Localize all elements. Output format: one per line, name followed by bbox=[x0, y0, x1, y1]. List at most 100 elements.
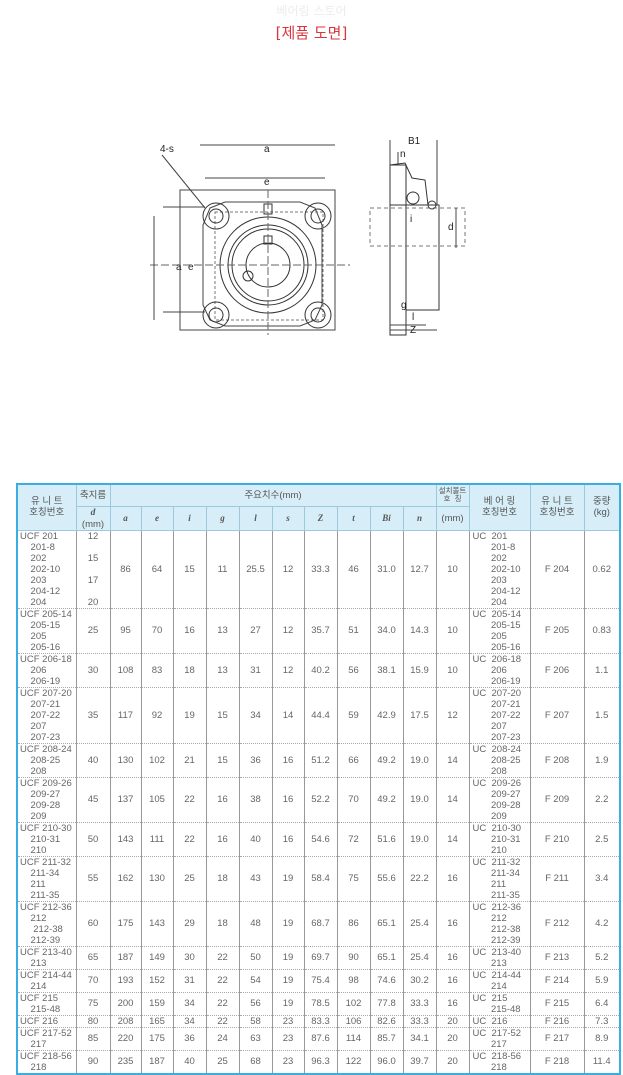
cell-dim-t: 56 bbox=[336, 652, 371, 688]
cell-dim-Z: 75.4 bbox=[303, 968, 338, 993]
cell-dim-t: 59 bbox=[336, 686, 371, 744]
cell-unit-no: UCF 212-36 212 212-38 212-39 bbox=[16, 900, 77, 947]
cell-dim-l: 34 bbox=[238, 686, 273, 744]
cell-housing-no: F 211 bbox=[529, 855, 585, 902]
cell-housing-no: F 206 bbox=[529, 652, 585, 688]
label-l: l bbox=[412, 312, 414, 323]
cell-dim-Z: 68.7 bbox=[303, 900, 338, 947]
cell-dim-n: 39.7 bbox=[402, 1049, 437, 1074]
cell-dim-n: 12.7 bbox=[402, 529, 437, 609]
cell-shaft-d: 60 bbox=[75, 900, 111, 947]
cell-housing-no: F 209 bbox=[529, 776, 585, 823]
cell-housing-no: F 214 bbox=[529, 968, 585, 993]
cell-dim-s: 19 bbox=[271, 855, 305, 902]
cell-dim-l: 25.5 bbox=[238, 529, 273, 609]
cell-weight: 7.3 bbox=[583, 1014, 621, 1028]
header-dim-g: g bbox=[205, 505, 240, 531]
cell-weight: 4.2 bbox=[583, 900, 621, 947]
cell-dim-s: 23 bbox=[271, 1014, 305, 1028]
cell-dim-g: 13 bbox=[205, 652, 240, 688]
cell-dim-a: 137 bbox=[109, 776, 142, 823]
cell-dim-i: 16 bbox=[172, 607, 207, 654]
cell-bolt: 14 bbox=[435, 821, 470, 857]
cell-dim-e: 143 bbox=[140, 900, 174, 947]
cell-dim-Bi: 38.1 bbox=[369, 652, 404, 688]
header-bolt: 설치볼트 호 칭 bbox=[435, 483, 470, 507]
front-view: a e a e 4-s bbox=[150, 144, 350, 335]
cell-dim-s: 16 bbox=[271, 821, 305, 857]
cell-dim-e: 187 bbox=[140, 1049, 174, 1074]
cell-dim-s: 14 bbox=[271, 686, 305, 744]
header-shaft-unit: d(mm) bbox=[75, 505, 111, 531]
cell-dim-e: 152 bbox=[140, 968, 174, 993]
cell-dim-s: 23 bbox=[271, 1049, 305, 1074]
cell-bolt: 14 bbox=[435, 776, 470, 823]
cell-dim-t: 72 bbox=[336, 821, 371, 857]
cell-dim-Bi: 96.0 bbox=[369, 1049, 404, 1074]
cell-dim-l: 40 bbox=[238, 821, 273, 857]
cell-bearing-no: UC 205-14 205-15 205 205-16 bbox=[468, 607, 531, 654]
cell-shaft-d: 30 bbox=[75, 652, 111, 688]
cell-dim-g: 22 bbox=[205, 968, 240, 993]
cell-shaft-d: 70 bbox=[75, 968, 111, 993]
cell-dim-e: 92 bbox=[140, 686, 174, 744]
cell-unit-no: UCF 218-56 218 bbox=[16, 1049, 77, 1074]
cell-dim-g: 22 bbox=[205, 1014, 240, 1028]
cell-weight: 2.5 bbox=[583, 821, 621, 857]
cell-dim-a: 200 bbox=[109, 991, 142, 1016]
cell-bolt: 16 bbox=[435, 900, 470, 947]
cell-shaft-d: 50 bbox=[75, 821, 111, 857]
cell-bearing-no: UC 209-26 209-27 209-28 209 bbox=[468, 776, 531, 823]
cell-dim-a: 162 bbox=[109, 855, 142, 902]
cell-dim-a: 108 bbox=[109, 652, 142, 688]
cell-dim-g: 22 bbox=[205, 991, 240, 1016]
cell-unit-no: UCF 211-32 211-34 211 211-35 bbox=[16, 855, 77, 902]
cell-dim-l: 48 bbox=[238, 900, 273, 947]
cell-dim-g: 16 bbox=[205, 821, 240, 857]
cell-bearing-no: UC 211-32 211-34 211 211-35 bbox=[468, 855, 531, 902]
cell-dim-i: 21 bbox=[172, 742, 207, 778]
cell-dim-i: 34 bbox=[172, 1014, 207, 1028]
cell-dim-n: 19.0 bbox=[402, 776, 437, 823]
cell-shaft-d: 12 15 17 20 bbox=[75, 529, 111, 609]
cell-bolt: 10 bbox=[435, 529, 470, 609]
cell-shaft-d: 90 bbox=[75, 1049, 111, 1074]
cell-bearing-no: UC 218-56 218 bbox=[468, 1049, 531, 1074]
cell-dim-t: 75 bbox=[336, 855, 371, 902]
cell-dim-s: 19 bbox=[271, 968, 305, 993]
cell-housing-no: F 217 bbox=[529, 1026, 585, 1051]
header-dim-i: i bbox=[172, 505, 207, 531]
cell-dim-t: 98 bbox=[336, 968, 371, 993]
cell-weight: 0.62 bbox=[583, 529, 621, 609]
label-Z: Z bbox=[410, 325, 416, 336]
cell-bolt: 20 bbox=[435, 1049, 470, 1074]
cell-dim-g: 15 bbox=[205, 686, 240, 744]
cell-dim-Z: 87.6 bbox=[303, 1026, 338, 1051]
header-bolt-mm: (mm) bbox=[435, 505, 470, 531]
cell-bolt: 10 bbox=[435, 607, 470, 654]
cell-dim-Bi: 34.0 bbox=[369, 607, 404, 654]
cell-weight: 2.2 bbox=[583, 776, 621, 823]
cell-dim-a: 235 bbox=[109, 1049, 142, 1074]
cell-bolt: 14 bbox=[435, 742, 470, 778]
cell-dim-g: 18 bbox=[205, 855, 240, 902]
header-dim-l: l bbox=[238, 505, 273, 531]
header-dim-e: e bbox=[140, 505, 174, 531]
cell-dim-l: 36 bbox=[238, 742, 273, 778]
cell-dim-t: 66 bbox=[336, 742, 371, 778]
header-unit-no-2: 유 니 트 호칭번호 bbox=[529, 483, 585, 531]
cell-dim-Z: 44.4 bbox=[303, 686, 338, 744]
cell-dim-l: 50 bbox=[238, 945, 273, 970]
cell-dim-i: 34 bbox=[172, 991, 207, 1016]
cell-dim-n: 17.5 bbox=[402, 686, 437, 744]
cell-dim-n: 19.0 bbox=[402, 821, 437, 857]
cell-dim-a: 187 bbox=[109, 945, 142, 970]
cell-dim-s: 12 bbox=[271, 607, 305, 654]
cell-dim-i: 18 bbox=[172, 652, 207, 688]
